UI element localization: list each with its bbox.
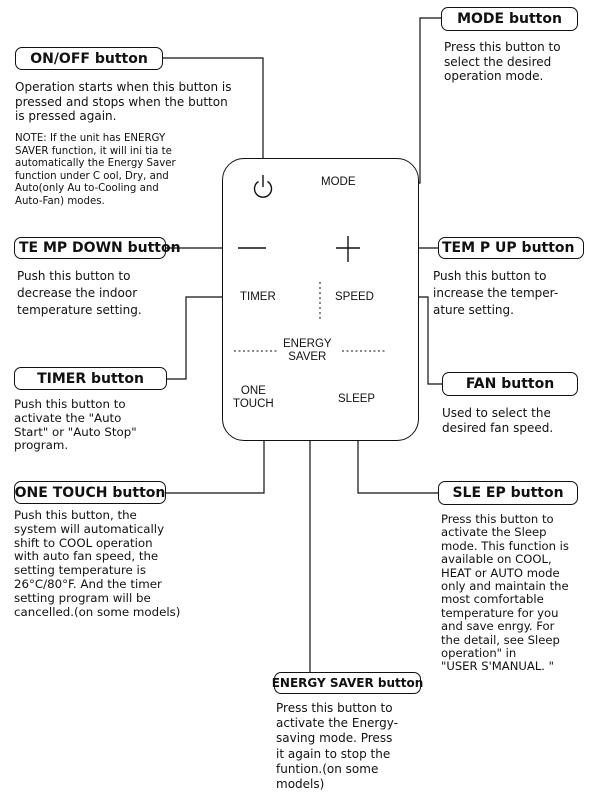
- timer-button-description: Push this button to activate the "Auto S…: [14, 397, 137, 453]
- fan-button-description: Used to select the desired fan speed.: [442, 406, 554, 435]
- remote-speed-label[interactable]: SPEED: [335, 291, 374, 303]
- remote-timer-label[interactable]: TIMER: [240, 291, 276, 303]
- remote-control: [222, 158, 419, 441]
- temp-down-button-callout: TE MP DOWN button: [14, 237, 181, 259]
- one-touch-connector: [166, 420, 265, 494]
- timer-connector: [167, 296, 240, 380]
- mode-button-callout: MODE button: [441, 7, 578, 31]
- energy-saver-note: NOTE: If the unit has ENERGY SAVER funct…: [15, 133, 176, 207]
- power-icon[interactable]: [253, 175, 273, 198]
- timer-button-callout: TIMER button: [14, 367, 167, 390]
- sleep-button-callout: SLE EP button: [438, 481, 578, 505]
- fan-button-callout: FAN button: [442, 372, 578, 396]
- temp-down-button-description: Push this button to decrease the indoor …: [17, 269, 142, 317]
- sleep-button-description: Press this button to activate the Sleep …: [441, 512, 569, 674]
- temp-up-button-description: Push this button to increase the temper-…: [433, 269, 559, 317]
- remote-energy-saver-label[interactable]: ENERGY SAVER: [283, 338, 332, 363]
- mode-button-description: Press this button to select the desired …: [444, 40, 561, 83]
- plus-icon[interactable]: [336, 236, 360, 262]
- remote-one-touch-label[interactable]: ONE TOUCH: [233, 385, 274, 410]
- onoff-connector: [163, 57, 264, 175]
- onoff-button-description: Operation starts when this button is pre…: [15, 80, 232, 123]
- remote-mode-label[interactable]: MODE: [321, 176, 356, 188]
- onoff-button-callout: ON/OFF button: [15, 47, 163, 70]
- one-touch-button-callout: ONE TOUCH button: [14, 481, 166, 504]
- one-touch-button-description: Push this button, the system will automa…: [14, 508, 181, 619]
- energy-saver-button-callout: ENERGY SAVER button: [272, 672, 423, 694]
- temp-up-button-callout: TEM P UP button: [438, 237, 584, 259]
- remote-sleep-label[interactable]: SLEEP: [338, 393, 376, 405]
- energy-saver-button-description: Press this button to activate the Energy…: [276, 701, 398, 792]
